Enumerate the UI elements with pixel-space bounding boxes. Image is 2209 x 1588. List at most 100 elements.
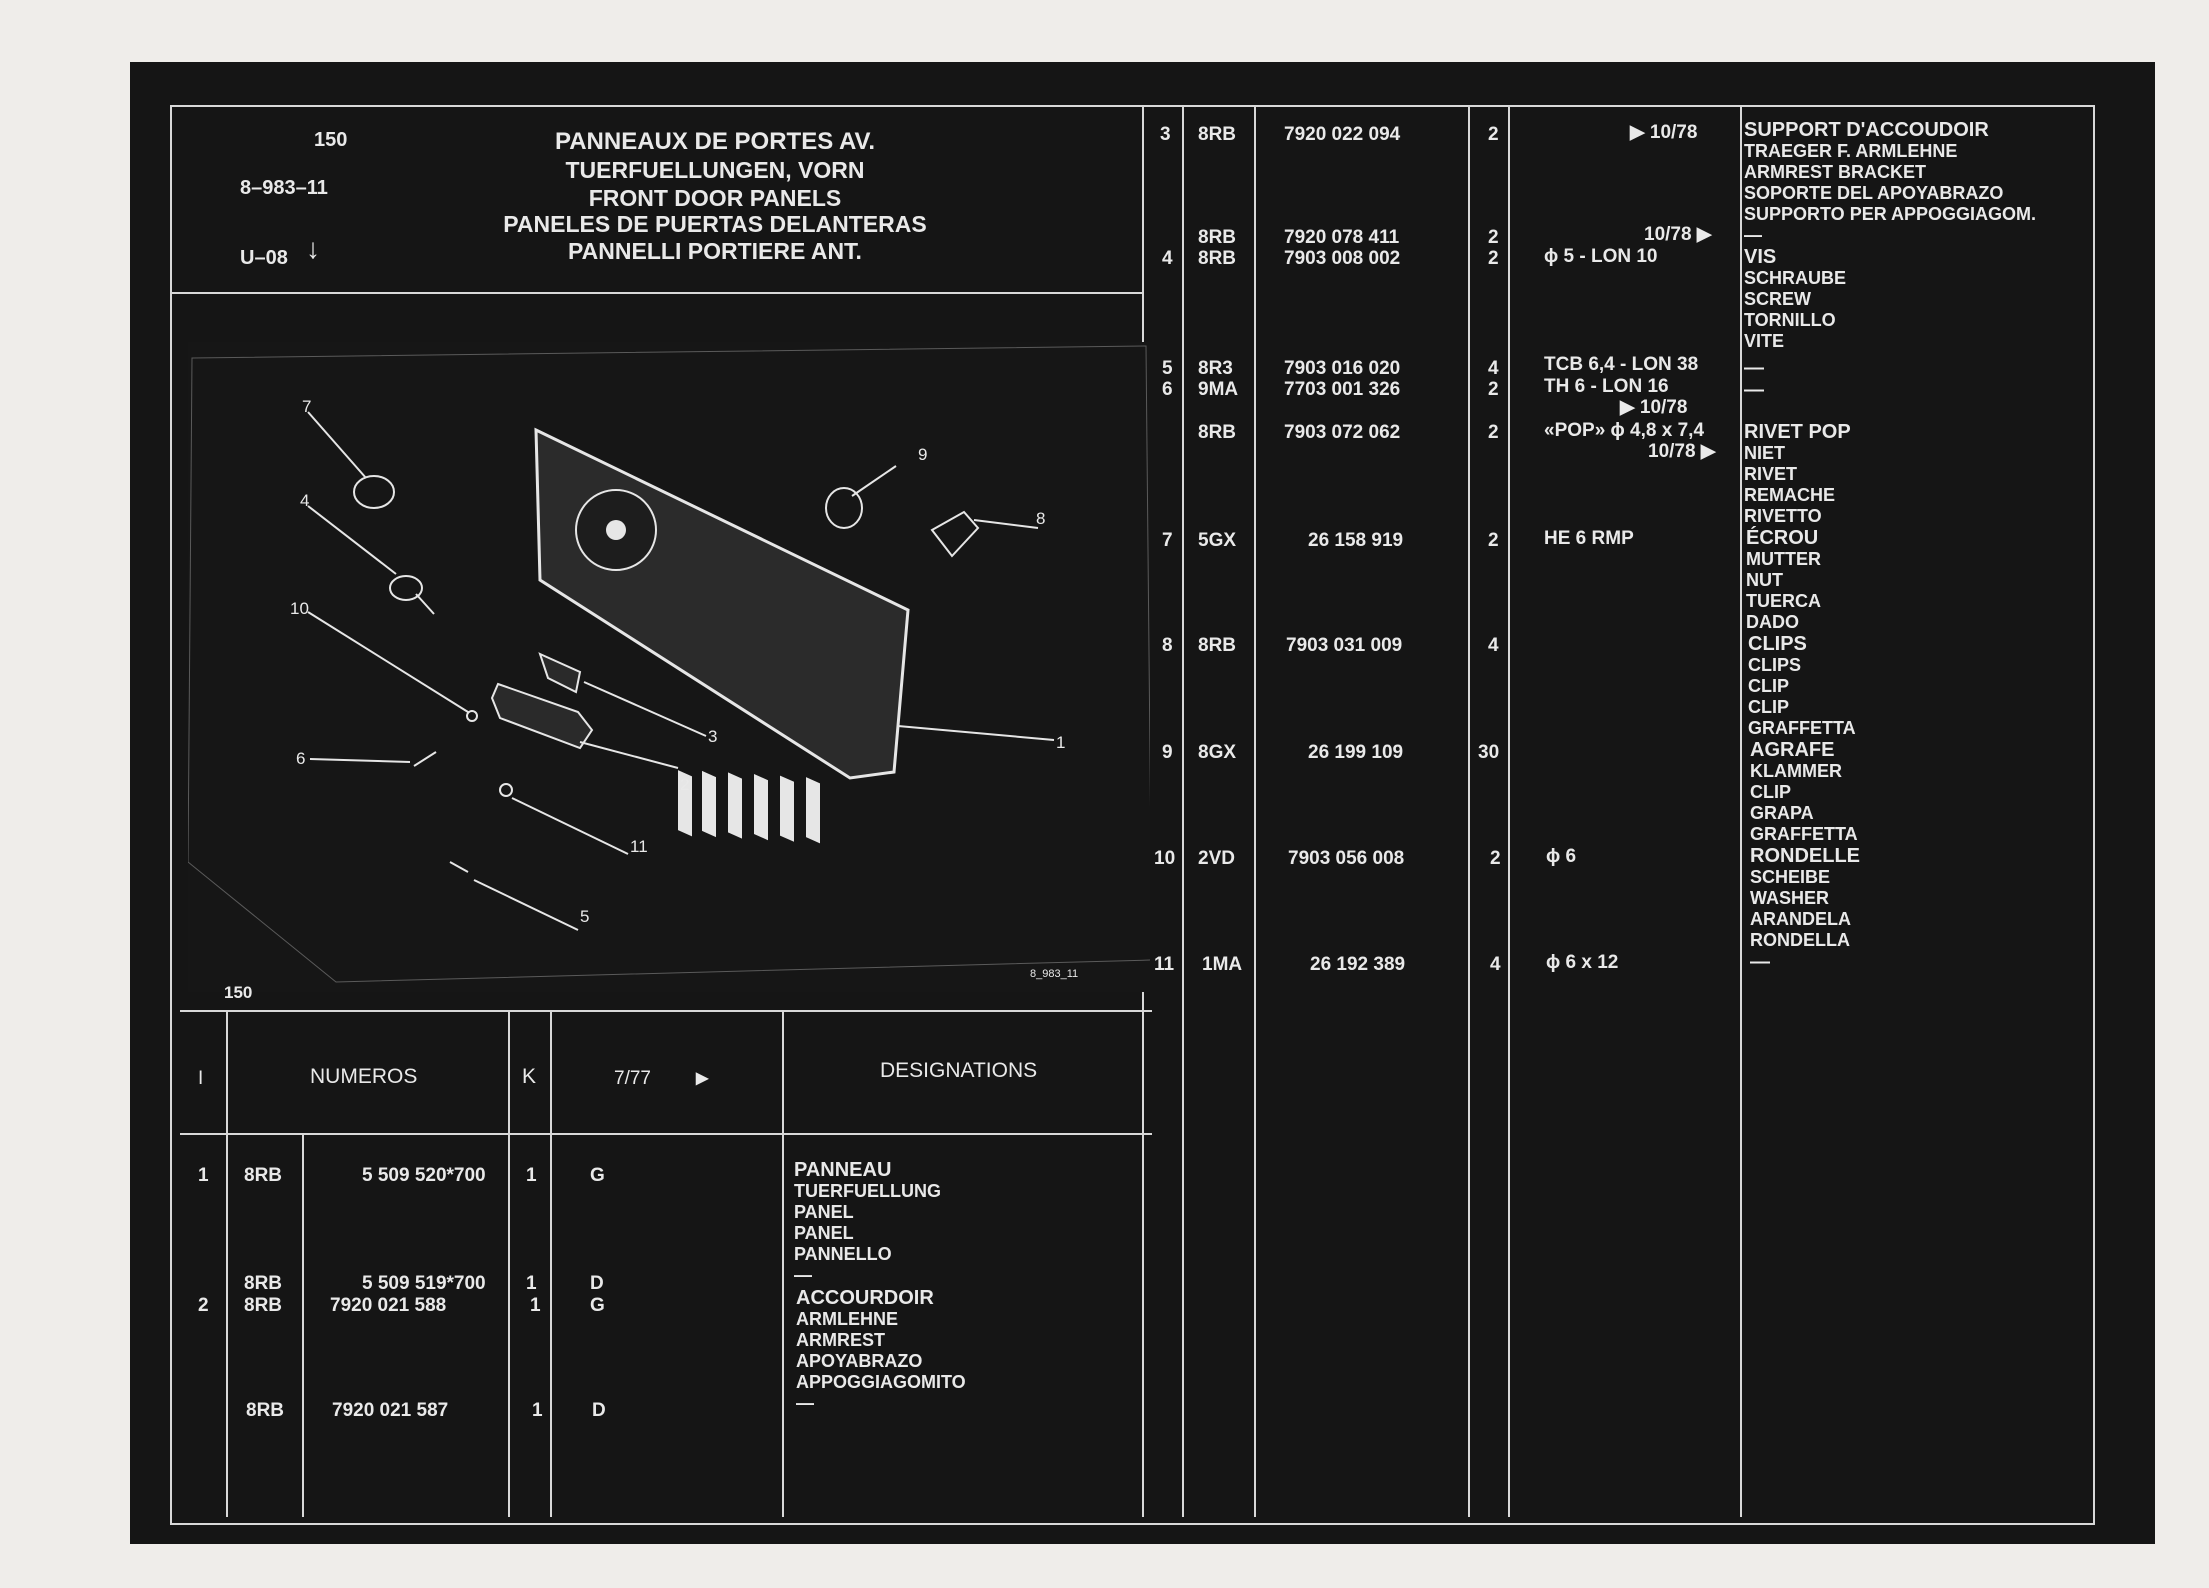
callout-10: 10 [290,599,309,618]
designation-main: ÉCROU [1746,527,1819,549]
row-number: 5 509 519*700 [362,1273,486,1294]
row-qty: 4 [1490,954,1501,975]
designation-dash-11: — [1750,952,1770,973]
header-divider [172,292,1142,294]
title-en: FRONT DOOR PANELS [588,185,842,211]
diagram-ref-label: 8_983_11 [1030,968,1079,980]
row-qty: 1 [530,1295,541,1316]
row-qty: 2 [1488,124,1499,145]
designation-rivet: RIVET POP NIET RIVET REMACHE RIVETTO [1744,422,1851,527]
right-col-line-desig [1740,105,1742,1517]
row-spec: TCB 6,4 - LON 38 [1544,354,1699,375]
title-es: PANELES DE PUERTAS DELANTERAS [503,211,927,237]
right-col-line-idx [1182,105,1184,1517]
row-qty: 2 [1488,248,1499,269]
row-code: 8RB [244,1273,283,1294]
designation-de: CLIPS [1748,655,1802,675]
row-side: D [590,1273,604,1294]
row-number: 7920 078 411 [1284,227,1400,248]
col-line-code [302,1133,304,1517]
row-index: 9 [1162,742,1173,763]
designation-rondelle: RONDELLE SCHEIBE WASHER ARANDELA RONDELL… [1750,846,1860,951]
designation-main: VIS [1744,246,1777,268]
columns-header-bottom [180,1133,1152,1135]
arrow-right-icon: ▶ [696,1070,709,1087]
row-spec: ϕ 5 - LON 10 [1544,246,1658,267]
row-code: 1MA [1202,954,1243,975]
row-qty: 2 [1490,848,1501,869]
designation-de: TUERFUELLUNG [794,1181,941,1201]
designation-it: PANNELLO [794,1244,892,1264]
row-number: 7920 021 587 [332,1400,449,1421]
designation-main: — [1744,379,1764,401]
row-number: 7920 022 094 [1284,124,1401,145]
row-number: 7903 016 020 [1284,358,1401,379]
row-code: 2VD [1198,848,1235,869]
designation-main: — [1744,357,1764,379]
designation-ecrou: ÉCROU MUTTER NUT TUERCA DADO [1746,528,1821,633]
row-spec: ▶ 10/78 [1630,122,1698,143]
row-index: 1 [198,1165,209,1186]
diagram-page-label: 150 [224,983,253,1002]
row-number: 7903 031 009 [1286,635,1403,656]
diagram-drawing [187,345,1153,983]
designation-de: KLAMMER [1750,761,1842,781]
designation-en: NUT [1746,570,1783,590]
callout-1: 1 [1056,733,1066,752]
row-index: 2 [198,1295,209,1316]
row-number: 7920 021 588 [330,1295,447,1316]
parts-sheet [170,105,2095,1525]
row-qty: 30 [1478,742,1500,763]
designation-de: NIET [1744,443,1786,463]
row-number: 7903 008 002 [1284,248,1401,269]
designation-en: RIVET [1744,464,1798,484]
right-col-line-code [1254,105,1256,1517]
callout-5: 5 [580,907,590,926]
callout-3: 3 [708,727,718,746]
row-qty: 1 [532,1400,543,1421]
col-header-numeros: NUMEROS [310,1065,418,1088]
designation-en: CLIP [1750,782,1792,802]
catalog-ref: 8–983–11 [240,177,328,199]
designation-de: SCHRAUBE [1744,268,1847,288]
designation-es: REMACHE [1744,485,1836,505]
right-col-line-qty-left [1468,105,1470,1517]
designation-en: SCREW [1744,289,1811,309]
designation-es: TUERCA [1746,591,1821,611]
designation-en: CLIP [1748,676,1790,696]
designation-it: DADO [1746,612,1799,632]
row-spec: «POP» ϕ 4,8 x 7,4 [1544,420,1705,441]
designation-it: GRAFFETTA [1750,824,1858,844]
designation-es: PANEL [794,1223,854,1243]
designation-en: WASHER [1750,888,1830,908]
row-number: 26 158 919 [1308,530,1404,551]
designation-en: ARMREST [796,1330,885,1350]
row-number: 26 192 389 [1310,954,1406,975]
col-header-index: I [198,1068,204,1089]
row-spec-date: 10/78 ▶ [1648,441,1716,462]
designation-de: SCHEIBE [1750,867,1831,887]
designation-es: TORNILLO [1744,310,1836,330]
designation-panneau: PANNEAU TUERFUELLUNG PANEL PANEL PANNELL… [794,1160,941,1286]
row-number: 5 509 520*700 [362,1165,486,1186]
designation-es: GRAPA [1750,803,1814,823]
row-spec: HE 6 RMP [1544,528,1634,549]
row-code: 5GX [1198,530,1237,551]
row-index: 11 [1154,954,1175,975]
col-header-designations: DESIGNATIONS [880,1059,1038,1082]
callout-2: 2 [680,775,690,794]
col-line-k-left [508,1012,510,1517]
row-index: 8 [1162,635,1173,656]
designation-it: APPOGGIAGOMITO [796,1372,966,1392]
designation-en: ARMREST BRACKET [1744,162,1926,182]
page-number: 150 [314,129,348,151]
callout-11: 11 [630,837,648,856]
row-number: 7903 056 008 [1288,848,1405,869]
designation-es: APOYABRAZO [796,1351,923,1371]
designation-dash-5: — [1744,358,1764,379]
row-index: 10 [1154,848,1176,869]
designation-it: RONDELLA [1750,930,1850,950]
right-col-line-qty-right [1508,105,1510,1517]
row-spec: ϕ 6 [1546,846,1577,867]
row-qty: 4 [1488,358,1499,379]
